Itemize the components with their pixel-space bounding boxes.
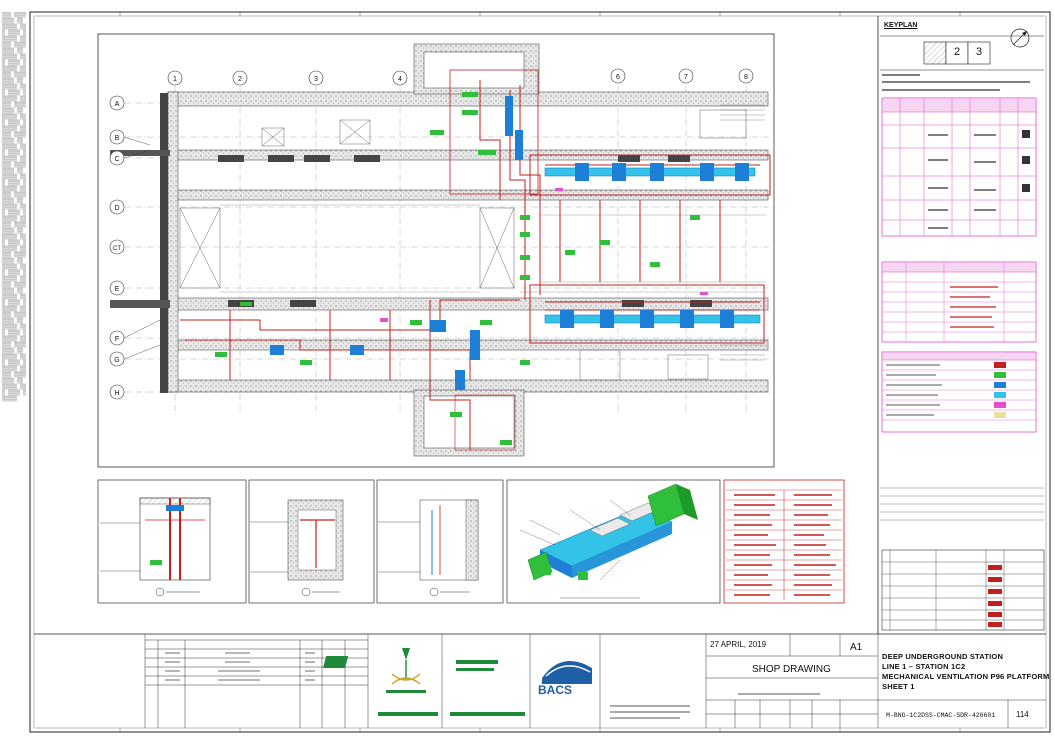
- grid-col-7: 7: [684, 74, 688, 81]
- issue-date: 27 APRIL, 2019: [710, 640, 767, 649]
- exhaust-duct-network: [270, 96, 761, 390]
- bacs-logo-icon: [542, 660, 592, 684]
- title-line-1: DEEP UNDERGROUND STATION: [882, 652, 1004, 661]
- right-notes-panel: [880, 28, 1045, 631]
- grid-row-b: B: [115, 135, 120, 142]
- drawing-status: SHOP DRAWING: [752, 664, 831, 675]
- keyplan-title: KEYPLAN: [884, 22, 918, 29]
- keyplan-cell-2: 2: [953, 46, 961, 58]
- grid-col-4: 4: [398, 76, 402, 83]
- drawing-number: M-BNG-1C2DSS-CMAC-SDR-426601: [886, 712, 996, 719]
- saudi-emblem-icon: [386, 648, 426, 693]
- city-logo-icon: [323, 656, 525, 716]
- outer-border: [29, 11, 1051, 733]
- isometric-ahu-detail: [519, 483, 698, 599]
- title-line-3: MECHANICAL VENTILATION P96 PLATFORM: [882, 672, 1050, 681]
- column-grid-bubbles: [167, 68, 754, 86]
- grid-col-2: 2: [238, 76, 242, 83]
- grid-row-h: H: [114, 390, 119, 397]
- equipment-legend-table: [723, 479, 845, 604]
- grid-row-e: E: [115, 286, 120, 293]
- contractor-logo-text: BACS: [538, 683, 573, 697]
- keyplan-cell-3: 3: [975, 46, 983, 58]
- grid-row-d: D: [114, 205, 119, 212]
- drawing-title: DEEP UNDERGROUND STATION LINE 1 – STATIO…: [882, 652, 1049, 692]
- sheet-size: A1: [850, 642, 863, 653]
- grid-col-8: 8: [744, 74, 748, 81]
- row-grid-bubbles: [109, 95, 125, 400]
- grid-row-c: C: [114, 156, 119, 163]
- grid-col-3: 3: [314, 76, 318, 83]
- main-floor-plan: 1 2 3 4 6 7 8 A B C D CT E F G H: [97, 33, 775, 468]
- grid-row-ct: CT: [113, 246, 121, 252]
- grid-col-6: 6: [616, 74, 620, 81]
- grid-col-1: 1: [173, 76, 177, 83]
- grid-row-a: A: [115, 101, 120, 108]
- section-details: [97, 479, 721, 604]
- north-arrow-icon: [1010, 28, 1030, 48]
- sheet-margin-notes: ▒▒▒ ▒▒▒▒ ▒▒▒▒ ▒▒ ▒▒▒▒▒ ▒▒▒ ▒▒▒▒ ▒▒▒▒▒▒ ▒…: [2, 12, 27, 402]
- title-line-4: SHEET 1: [882, 682, 915, 691]
- grid-row-f: F: [115, 336, 119, 343]
- equipment-tags: [215, 92, 700, 445]
- sheet-rulers: [119, 12, 961, 732]
- title-line-2: LINE 1 – STATION 1C2: [882, 662, 966, 671]
- grid-row-g: G: [114, 357, 119, 364]
- revision-number: 114: [1016, 710, 1029, 719]
